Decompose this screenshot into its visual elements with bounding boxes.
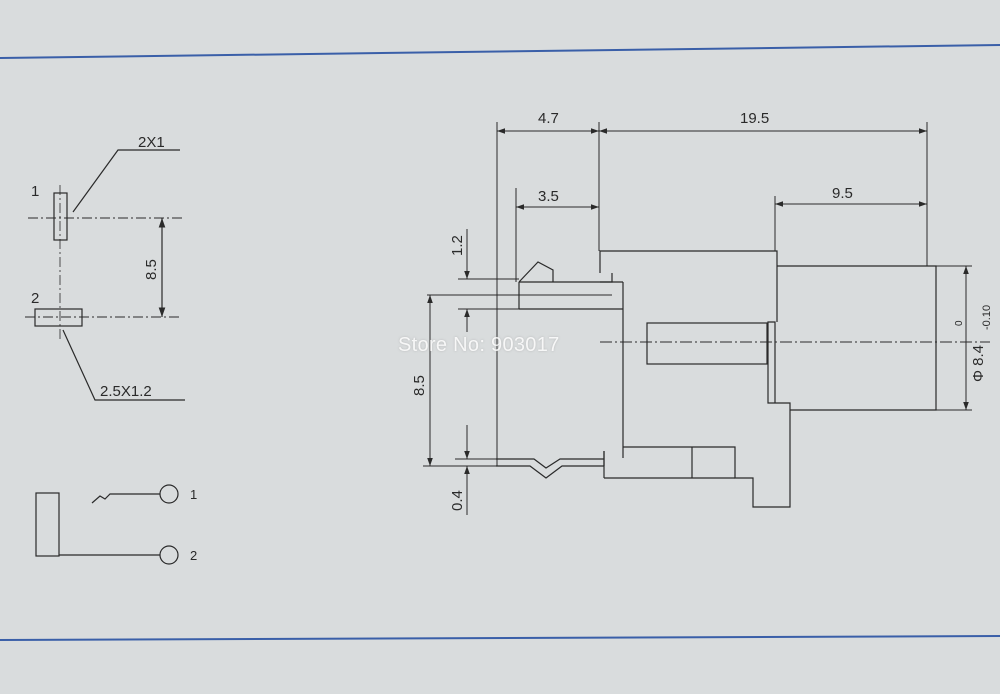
dim-total-length-label: 19.5 bbox=[740, 110, 769, 127]
dim-tol-upper-label: 0 bbox=[954, 320, 965, 326]
extension-lines bbox=[423, 122, 990, 467]
dim-pin-pitch-label: 8.5 bbox=[411, 375, 428, 396]
pad2-size-label: 2.5X1.2 bbox=[100, 383, 152, 400]
pad1-size-label: 2X1 bbox=[138, 134, 165, 151]
jack-body-symbol bbox=[35, 492, 60, 557]
pitch-label: 8.5 bbox=[143, 259, 160, 280]
schematic-symbol bbox=[35, 484, 179, 565]
terminal-1 bbox=[159, 484, 179, 504]
footprint-pin2-label: 2 bbox=[31, 290, 39, 307]
dim-front-offset-label: 4.7 bbox=[538, 110, 559, 127]
pad1-leader bbox=[72, 149, 180, 213]
top-border-line bbox=[0, 44, 1000, 59]
dim-lead-thickness-label: 0.4 bbox=[449, 490, 466, 511]
dim-diameter-label: Φ 8.4 bbox=[970, 345, 987, 382]
pad-1 bbox=[53, 192, 68, 241]
schematic-pin1-label: 1 bbox=[190, 487, 197, 502]
footprint-pin1-label: 1 bbox=[31, 183, 39, 200]
dim-latch-height-label: 1.2 bbox=[449, 235, 466, 256]
dim-barrel-length-label: 9.5 bbox=[832, 185, 853, 202]
dimension-lines bbox=[427, 128, 969, 515]
schematic-pin2-label: 2 bbox=[190, 548, 197, 563]
store-watermark: Store No: 903017 bbox=[398, 334, 560, 356]
pad2-leader bbox=[62, 329, 185, 401]
dim-latch-width-label: 3.5 bbox=[538, 188, 559, 205]
dim-tol-lower-label: -0.10 bbox=[981, 305, 993, 330]
terminal-2 bbox=[159, 545, 179, 565]
pcb-footprint bbox=[25, 149, 185, 401]
side-view-outline bbox=[496, 250, 937, 508]
bottom-border-line bbox=[0, 635, 1000, 641]
